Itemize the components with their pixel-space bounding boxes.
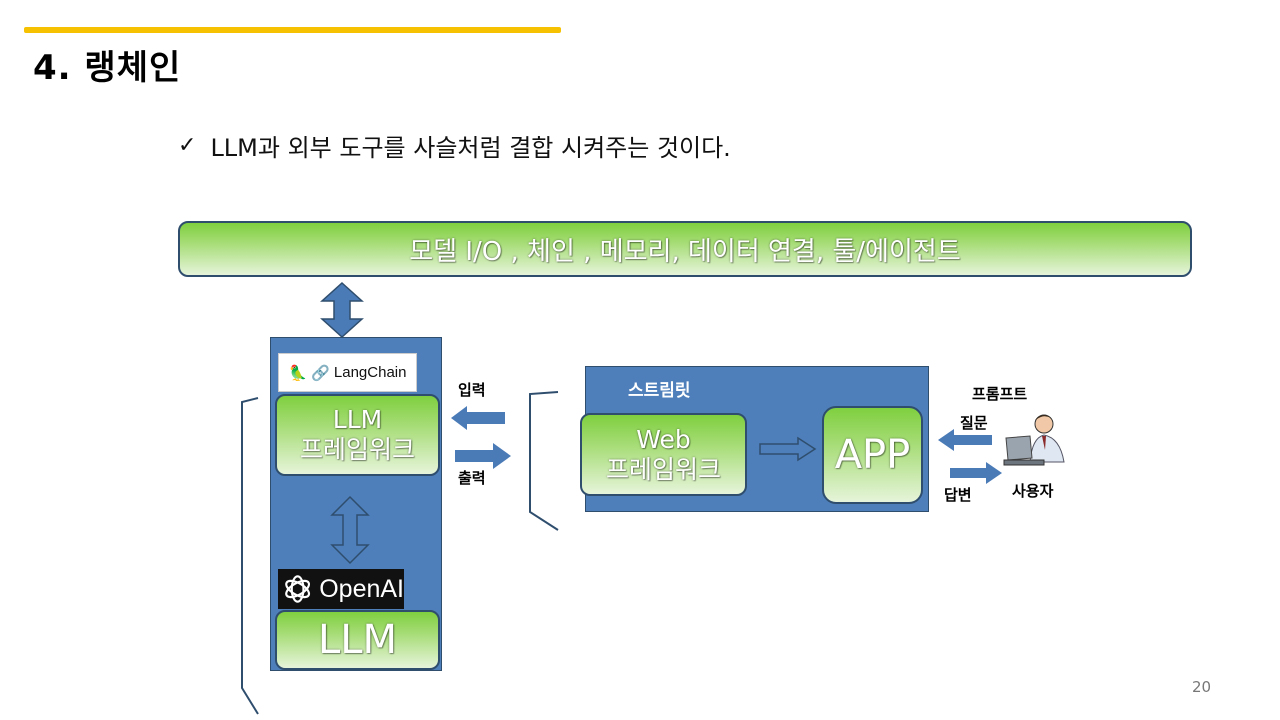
llm-box: LLM [275, 610, 440, 670]
langchain-logo-text: LangChain [333, 364, 407, 381]
web-framework-line2: 프레임워크 [605, 454, 721, 484]
framework-llm-link-arrow-icon [330, 495, 370, 565]
output-label: 출력 [458, 469, 486, 487]
question-label: 질문 [960, 414, 988, 432]
prompt-label: 프롬프트 [972, 385, 1028, 403]
banner-link-arrow-icon [320, 281, 364, 339]
input-label: 입력 [458, 381, 486, 399]
parrot-icon: 🦜 [288, 364, 308, 382]
llm-framework-line2: 프레임워크 [299, 435, 415, 464]
user-at-laptop-icon [1003, 414, 1065, 466]
openai-logo: OpenAI [278, 569, 404, 609]
bullet-point: ✓ LLM과 외부 도구를 사슬처럼 결합 시켜주는 것이다. [178, 128, 731, 163]
web-to-app-arrow-icon [759, 436, 817, 462]
openai-logo-text: OpenAI [319, 574, 404, 603]
chain-link-icon: 🔗 [311, 364, 330, 382]
streamlit-bracket-line [529, 391, 559, 531]
user-label: 사용자 [1012, 482, 1054, 500]
slide-title: 4. 랭체인 [33, 48, 182, 88]
streamlit-label: 스트림릿 [628, 381, 691, 401]
output-arrow-icon [455, 443, 511, 469]
page-number: 20 [1192, 678, 1212, 696]
answer-arrow-icon [950, 462, 1002, 484]
question-arrow-icon [938, 429, 992, 451]
bullet-text: LLM과 외부 도구를 사슬처럼 결합 시켜주는 것이다. [210, 134, 731, 162]
input-arrow-icon [451, 406, 505, 430]
left-bracket-line [241, 397, 259, 715]
llm-framework-box: LLM 프레임워크 [275, 394, 440, 476]
web-framework-line1: Web [636, 424, 691, 454]
openai-knot-icon [285, 575, 311, 603]
checkmark-icon: ✓ [178, 133, 197, 158]
langchain-logo: 🦜🔗 LangChain [278, 353, 417, 392]
langchain-modules-banner: 모델 I/O , 체인 , 메모리, 데이터 연결, 툴/에이전트 [178, 221, 1192, 277]
web-framework-box: Web 프레임워크 [580, 413, 747, 496]
app-box: APP [822, 406, 923, 504]
answer-label: 답변 [944, 486, 972, 504]
title-accent-bar [24, 27, 561, 33]
llm-framework-line1: LLM [332, 405, 383, 434]
